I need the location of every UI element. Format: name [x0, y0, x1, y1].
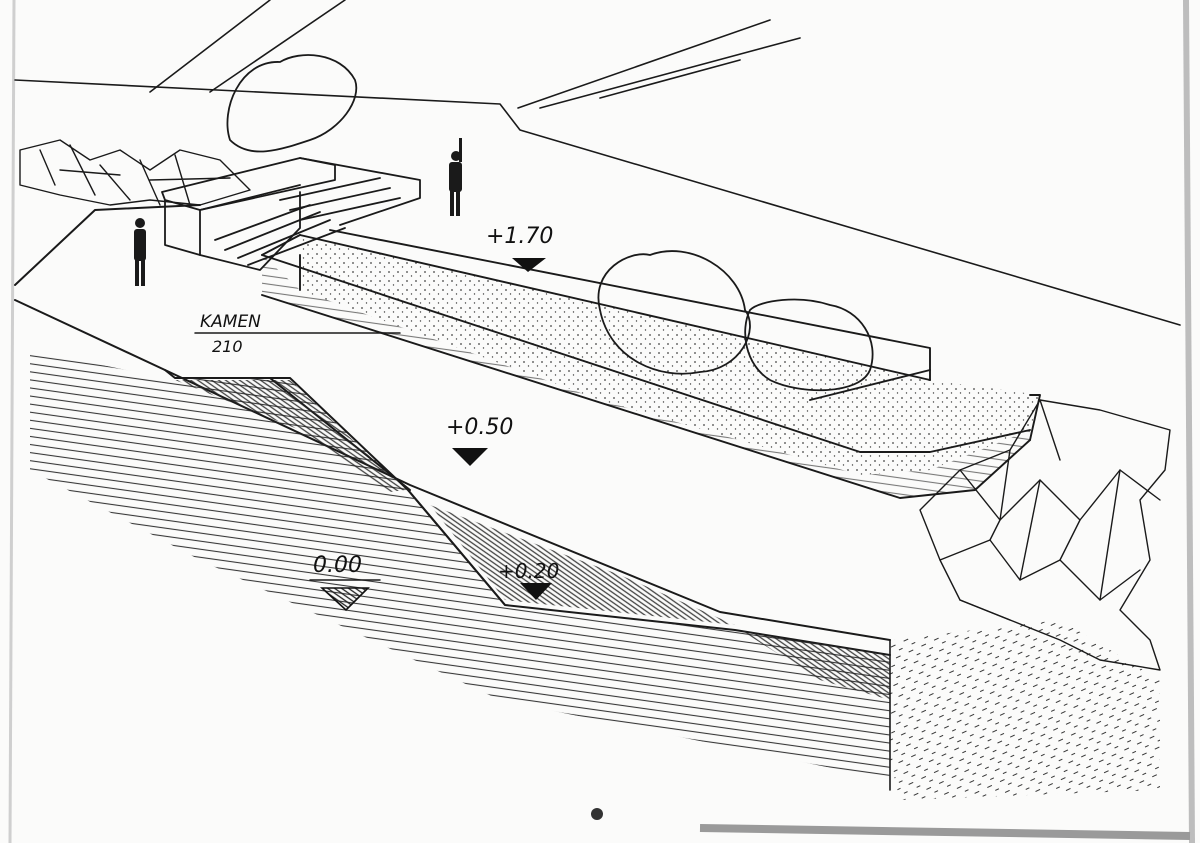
person-figure-1	[134, 218, 146, 286]
dark-hatch-2	[430, 505, 735, 625]
ground-plane-lines	[14, 0, 1181, 326]
level-marker-upper	[512, 258, 546, 272]
dark-hatch-1	[175, 380, 405, 492]
label-leaders	[194, 332, 401, 581]
material-dimension: 210	[212, 337, 243, 356]
page-edge	[8, 0, 16, 843]
punch-hole	[591, 808, 603, 820]
level-marker-low	[520, 583, 552, 600]
rock-cluster-left	[19, 139, 251, 206]
level-marker-middle	[452, 448, 488, 466]
level-label-middle: +0.50	[446, 415, 513, 440]
gravel-area	[890, 620, 1160, 800]
dark-hatch-3	[740, 630, 890, 700]
level-markers	[319, 258, 552, 612]
stair-block	[161, 157, 421, 271]
level-label-upper: +1.70	[486, 224, 553, 249]
retaining-wall	[261, 229, 1041, 499]
ground-section-hatch	[30, 350, 890, 780]
page-shadow	[699, 824, 1191, 840]
person-figure-2	[449, 138, 462, 216]
level-marker-ground	[319, 587, 370, 612]
level-label-low: +0.20	[498, 559, 559, 583]
material-label: KAMEN	[200, 312, 261, 332]
level-label-ground: 0.00	[313, 553, 362, 578]
page-edge-right	[1183, 0, 1195, 843]
